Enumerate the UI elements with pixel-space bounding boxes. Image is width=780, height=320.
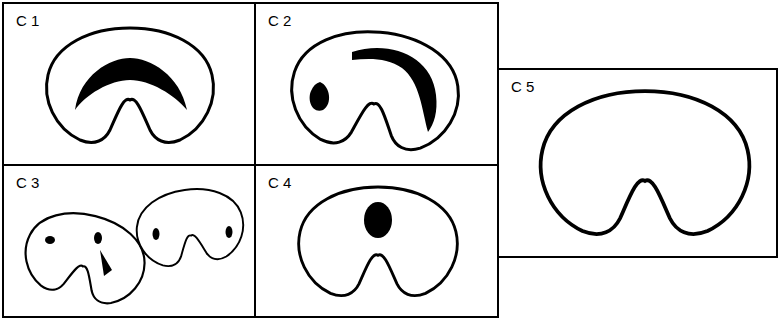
- canal-space: [310, 82, 330, 111]
- figure-panel: C 5: [497, 68, 778, 258]
- canal-space: [75, 58, 187, 110]
- panel-label: C 3: [16, 174, 39, 191]
- figure-panel: C 3: [2, 164, 256, 318]
- root-outline: [132, 183, 248, 270]
- figure-panel: C 4: [254, 164, 499, 318]
- root-outline: [541, 91, 750, 234]
- canal-space: [364, 202, 392, 238]
- canal-space: [226, 226, 233, 238]
- canal-space: [352, 48, 437, 132]
- figure-panel: C 2: [254, 2, 499, 166]
- canal-space: [94, 232, 102, 244]
- root-outline: [299, 187, 458, 296]
- panel-label: C 5: [511, 78, 534, 95]
- canal-space: [45, 236, 55, 244]
- panel-label: C 4: [268, 174, 291, 191]
- panel-label: C 1: [16, 12, 39, 29]
- canal-space: [100, 250, 112, 276]
- root-outline: [287, 25, 463, 154]
- root-outline: [17, 202, 154, 311]
- figure-panel: C 1: [2, 2, 256, 166]
- panel-label: C 2: [268, 12, 291, 29]
- canal-space: [153, 228, 160, 240]
- root-outline: [47, 28, 214, 142]
